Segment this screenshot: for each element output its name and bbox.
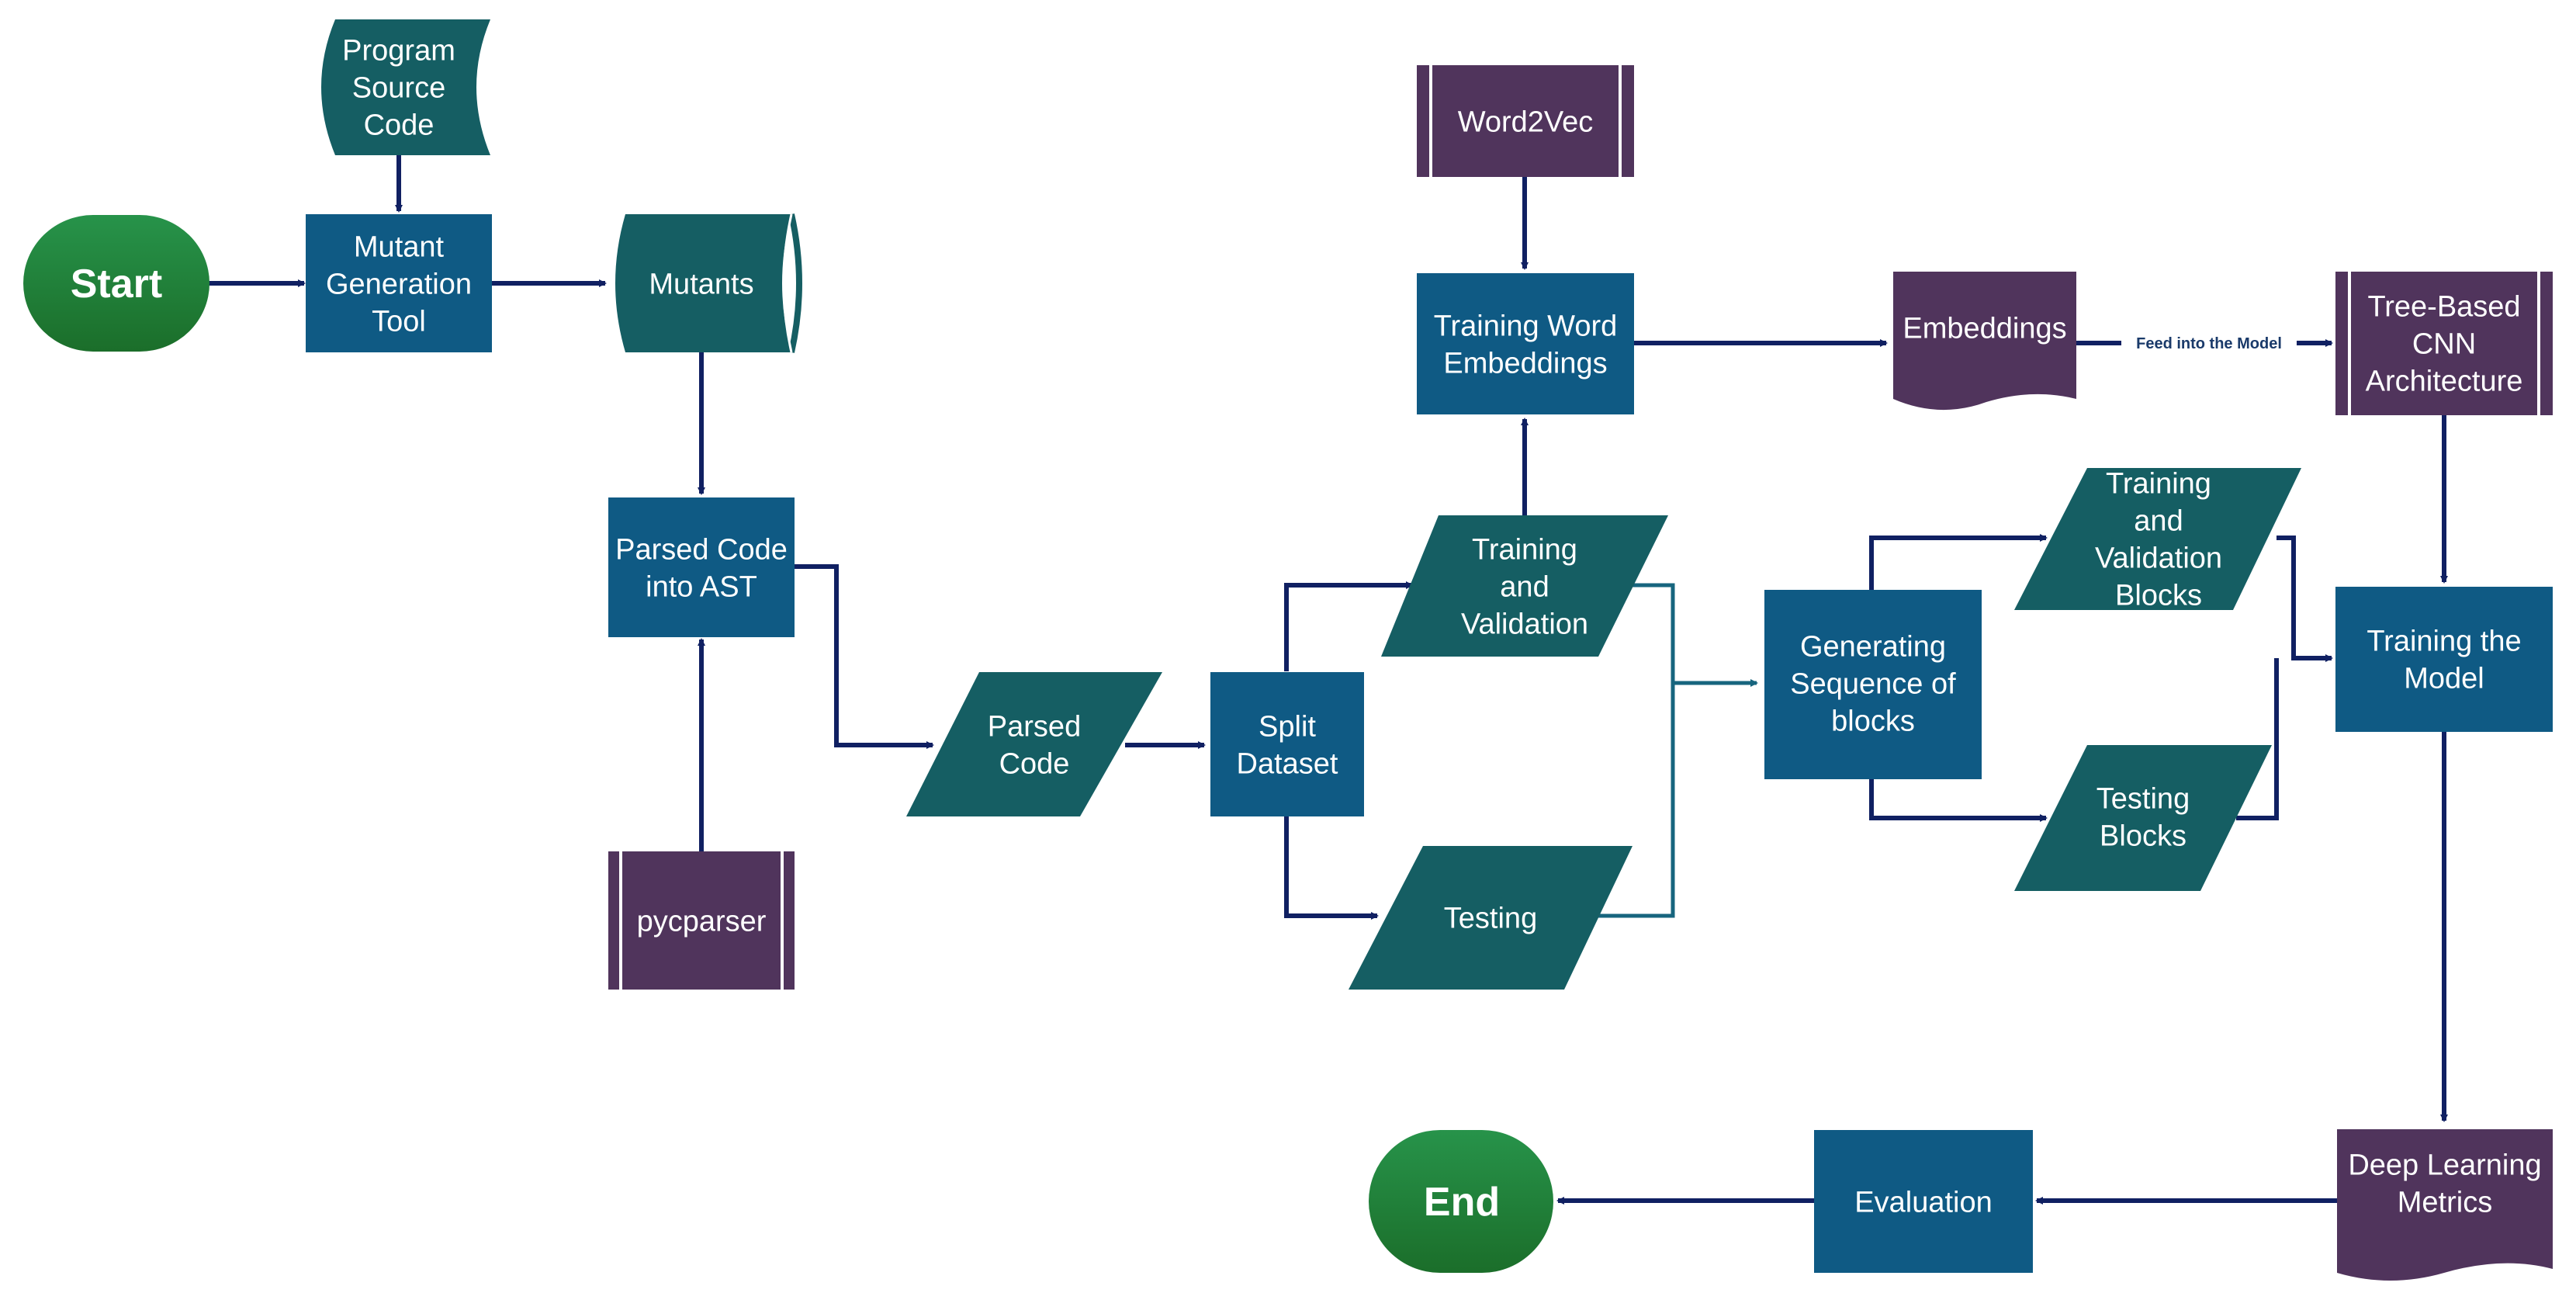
word2vec-label-line: Word2Vec [1458, 106, 1594, 138]
svg-text:Evaluation: Evaluation [1854, 1186, 1992, 1218]
parsed-code-label-line: Parsed [988, 710, 1081, 743]
generating-sequence-label-line: blocks [1831, 705, 1915, 737]
generating-sequence-label-line: Generating [1800, 630, 1946, 663]
edge-trainval-gen [1628, 583, 1758, 687]
svg-text:End: End [1424, 1180, 1500, 1225]
edge-testblocks-model [2236, 658, 2279, 820]
training-validation-label-line: and [1500, 570, 1549, 603]
svg-text:Testing: Testing [1444, 902, 1537, 934]
mutant-tool-label-line: Mutant [354, 231, 445, 263]
tv-blocks-label-line: Validation [2095, 542, 2222, 574]
parsed-code-into-ast-process: Parsed Code into AST [608, 497, 795, 637]
tv-blocks-label-line: Training [2106, 467, 2211, 500]
training-model-label-line: Training the [2367, 625, 2521, 657]
mutant-tool-label-line: Tool [372, 305, 426, 338]
svg-text:pycparser: pycparser [637, 905, 767, 938]
parsed-ast-label-line: into AST [646, 570, 757, 603]
edge-split-testing [1284, 816, 1379, 920]
testing-label-line: Testing [1444, 902, 1537, 934]
split-dataset-label-line: Dataset [1237, 747, 1338, 780]
svg-text:Word2Vec: Word2Vec [1458, 106, 1594, 138]
svg-text:Embeddings: Embeddings [1903, 312, 2066, 345]
tree-cnn-label-line: Architecture [2366, 365, 2523, 397]
edge-tvblocks-model [2277, 536, 2333, 662]
mutants-label-line: Mutants [649, 268, 753, 300]
training-embeddings-label-line: Training Word [1434, 310, 1618, 342]
training-embeddings-label-line: Embeddings [1443, 347, 1607, 380]
testing-blocks-label-line: Testing [2096, 782, 2190, 815]
generating-sequence-label-line: Sequence of [1790, 667, 1956, 700]
program-source-label-line: Source [352, 71, 445, 104]
testing-data: Testing [1349, 846, 1633, 990]
training-model-label-line: Model [2404, 662, 2484, 695]
testing-blocks-label-line: Blocks [2100, 820, 2186, 852]
mutant-tool-label-line: Generation [326, 268, 472, 300]
tree-cnn-label-line: Tree-Based [2367, 290, 2520, 323]
edge-label-feed: Feed into the Model [2136, 335, 2282, 352]
start-label-line: Start [71, 262, 162, 307]
split-dataset-label-line: Split [1259, 710, 1316, 743]
parsed-code-label-line: Code [999, 747, 1070, 780]
evaluation-label-line: Evaluation [1854, 1186, 1992, 1218]
edge-gen-tvblocks [1869, 534, 2048, 590]
tv-blocks-label-line: and [2134, 504, 2183, 537]
svg-text:Mutants: Mutants [649, 268, 753, 300]
start-terminal: Start [23, 215, 209, 352]
embeddings-document: Embeddings [1893, 272, 2076, 411]
connectors [208, 155, 2448, 1205]
training-validation-label-line: Validation [1461, 608, 1588, 640]
training-validation-label-line: Training [1472, 533, 1577, 566]
tv-blocks-label-line: Blocks [2115, 579, 2202, 612]
dl-metrics-label-line: Metrics [2398, 1186, 2492, 1218]
edge-ast-parsedcode [795, 564, 934, 749]
tree-cnn-label-line: CNN [2412, 328, 2476, 360]
pycparser-label-line: pycparser [637, 905, 767, 938]
edge-testing-gen [1598, 683, 1675, 918]
program-source-label-line: Program [342, 34, 455, 67]
pycparser-predefined-process: pycparser [608, 851, 795, 990]
parsed-ast-label-line: Parsed Code [615, 533, 788, 566]
mutants-stored-data: Mutants [615, 213, 802, 353]
end-terminal: End [1369, 1130, 1553, 1273]
embeddings-label-line: Embeddings [1903, 312, 2066, 345]
connectors-light [1598, 583, 1758, 918]
dl-metrics-label-line: Deep Learning [2348, 1149, 2541, 1181]
svg-text:Start: Start [71, 262, 162, 307]
word2vec-predefined-process: Word2Vec [1417, 65, 1634, 177]
evaluation-process: Evaluation [1814, 1130, 2033, 1273]
edge-gen-testblocks [1869, 779, 2048, 822]
edge-split-trainval [1284, 581, 1414, 671]
end-label-line: End [1424, 1180, 1500, 1225]
program-source-label-line: Code [364, 109, 435, 141]
